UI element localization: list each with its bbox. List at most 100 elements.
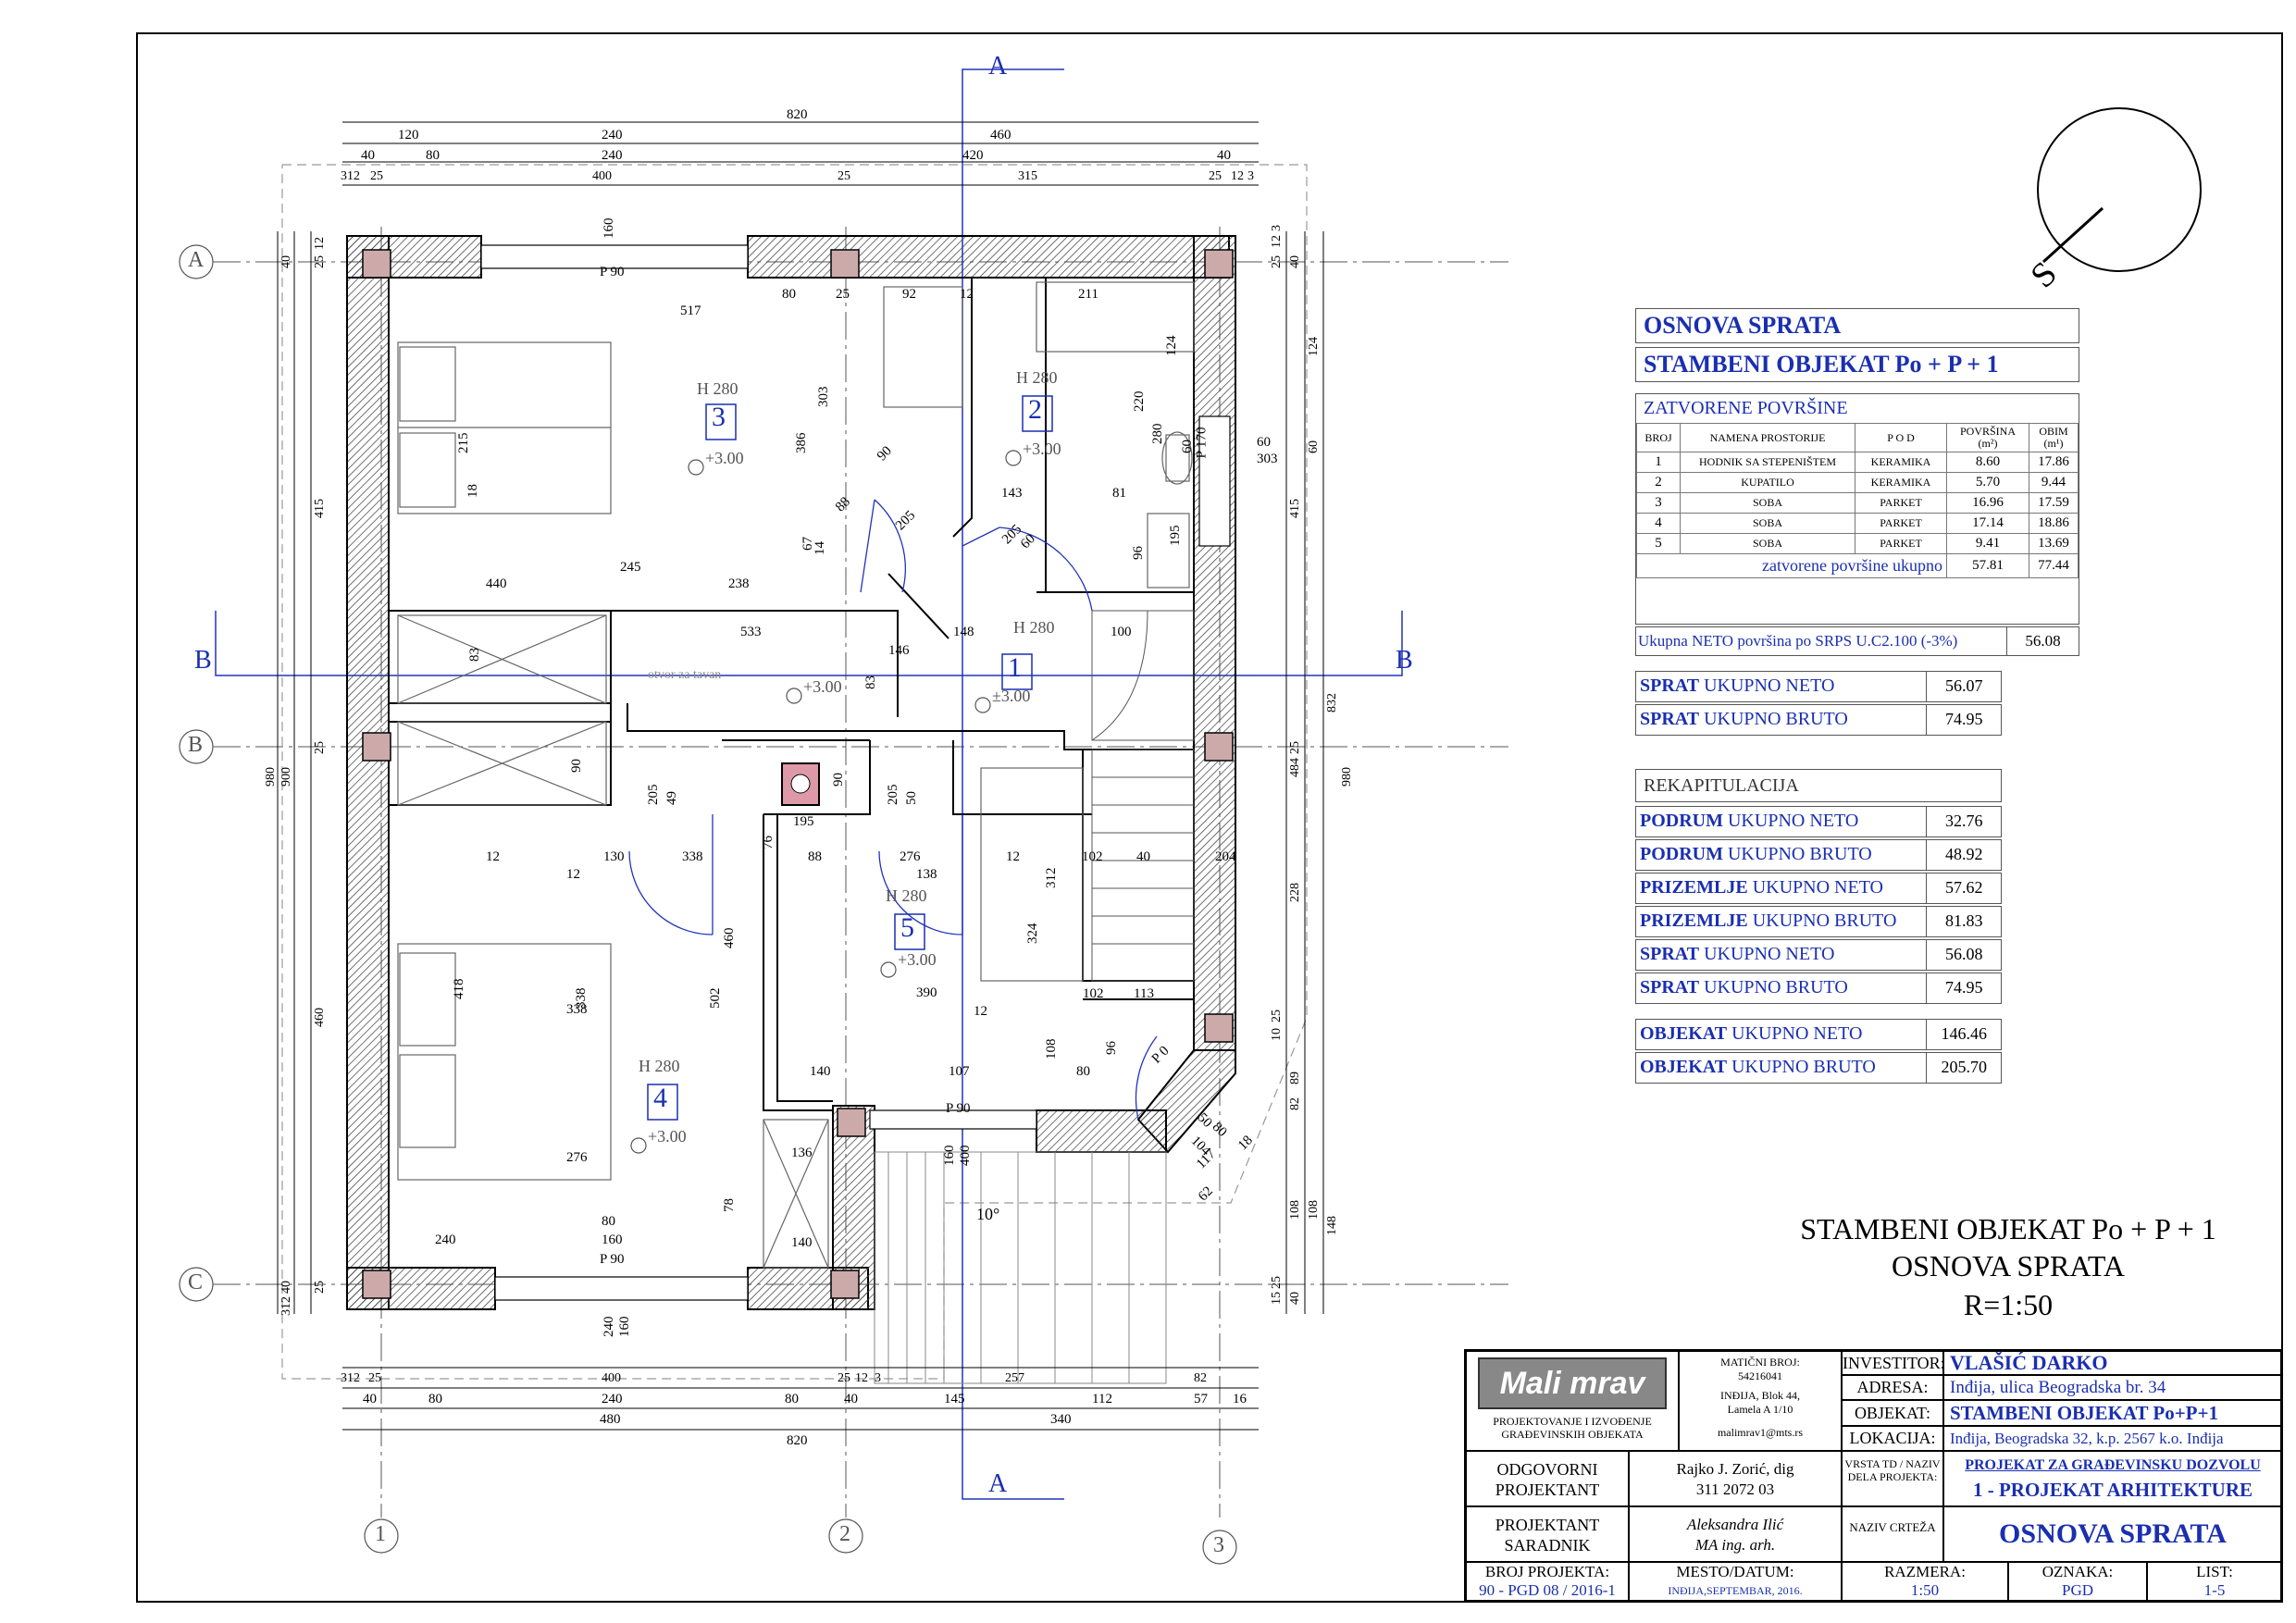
dimension-text: 25	[313, 255, 327, 268]
dimension-text: 18	[465, 484, 480, 498]
rekap-label: SPRAT UKUPNO BRUTO	[1636, 973, 1928, 1003]
room-cell: 5.70	[1946, 472, 2029, 493]
dimension-text: 820	[787, 1433, 808, 1448]
dimension-text: 140	[791, 1235, 813, 1250]
dimension-text: 12	[1006, 849, 1020, 864]
room-cell: 17.86	[2029, 452, 2079, 473]
dimension-text: 15	[1270, 1292, 1284, 1305]
razmera-cell: RAZMERA: 1:50	[1842, 1562, 2008, 1602]
dimension-text: 338	[566, 1002, 588, 1017]
grid-label-b: B	[188, 733, 204, 757]
dimension-text: 25	[313, 741, 327, 754]
dimension-text: 25	[838, 169, 850, 183]
room-cell: 2	[1636, 472, 1681, 493]
terrace-slope: 10°	[976, 1205, 1000, 1223]
chimney	[781, 762, 820, 806]
room-4-number: 4	[653, 1083, 667, 1113]
rekap-label-text: UKUPNO BRUTO	[1747, 911, 1897, 931]
section-lines	[215, 68, 1403, 1500]
dimension-text: 315	[1018, 169, 1037, 183]
dimension-text: 312	[341, 1371, 360, 1385]
dimension-text: 312	[1044, 867, 1059, 889]
dimension-text: 25	[1270, 1276, 1284, 1289]
grid-label-2: 2	[839, 1522, 850, 1546]
window-label-2: P 90	[600, 1252, 625, 1267]
dimension-text: 240	[602, 128, 623, 142]
dimension-text: 160	[602, 1233, 623, 1247]
rekap-label-text: UKUPNO NETO	[1747, 877, 1883, 898]
dimension-text: 100	[1111, 625, 1132, 639]
dimension-text: 81	[1112, 486, 1126, 501]
objekat-label-bold: OBJEKAT	[1640, 1023, 1728, 1044]
dimension-text: 312	[341, 169, 360, 183]
dimension-text: 280	[1150, 423, 1165, 445]
dimension-text: 89	[1288, 1072, 1302, 1084]
dimension-text: 460	[313, 1008, 327, 1027]
dimension-text: 102	[1082, 849, 1103, 864]
objekat-label-text: UKUPNO BRUTO	[1727, 1057, 1876, 1077]
firm-logo-cell: Mali mrav PROJEKTOVANJE I IZVOĐENJE GRAĐ…	[1466, 1351, 1679, 1451]
room-3-number: 3	[712, 402, 726, 432]
room-cell: 1	[1636, 452, 1681, 473]
dimension-text: 83	[467, 648, 482, 662]
dimension-text: 400	[602, 1371, 621, 1385]
dimension-text: 12	[1231, 169, 1244, 183]
room-cell: KERAMIKA	[1855, 472, 1947, 493]
dimension-text: 228	[1288, 883, 1302, 902]
neto-value: 56.08	[2025, 632, 2061, 650]
dimension-text: 211	[1078, 287, 1098, 302]
dimension-text: 205	[886, 784, 900, 806]
dimension-text: 415	[1288, 499, 1302, 518]
grid-label-c: C	[188, 1270, 204, 1295]
dimension-text: 136	[791, 1146, 813, 1160]
room-5-level: +3.00	[898, 950, 937, 969]
dimension-text: 324	[1025, 923, 1040, 945]
dimension-text: 820	[787, 107, 808, 122]
rekap-label: PODRUM UKUPNO NETO	[1636, 807, 1928, 836]
rekap-label-bold: PODRUM	[1640, 844, 1723, 864]
dimension-text: 40	[1217, 148, 1231, 163]
dimension-text: 240	[435, 1233, 456, 1247]
dimension-text: 130	[603, 849, 625, 864]
dimension-text: 25	[313, 1281, 327, 1294]
sprat-label-bold: SPRAT	[1640, 675, 1700, 696]
dimension-text: 415	[313, 499, 327, 518]
dimension-text: 12	[855, 1371, 868, 1385]
dimension-text: 82	[1194, 1371, 1207, 1385]
rekap-value: 56.08	[1944, 945, 1983, 963]
mb-label: MATIČNI BROJ:	[1720, 1356, 1800, 1369]
title-block: Mali mrav PROJEKTOVANJE I IZVOĐENJE GRAĐ…	[1464, 1349, 2282, 1602]
investitor-label: INVESTITOR:	[1842, 1351, 1945, 1375]
section-mark-b-right: B	[1396, 646, 1413, 675]
sprat-label: SPRAT UKUPNO BRUTO	[1636, 705, 1928, 735]
room-cell: 9.41	[1946, 533, 2029, 554]
room-2-height: H 280	[1016, 368, 1058, 387]
dimension-text: 80	[428, 1392, 442, 1406]
dimension-text: 148	[953, 625, 974, 639]
dimension-text: 113	[1134, 986, 1154, 1001]
roof-outline	[281, 164, 1308, 1380]
dimension-text: 3	[875, 1371, 881, 1385]
sheet-border	[136, 32, 2283, 1603]
rekap-value: 57.62	[1944, 878, 1983, 897]
window-label-5: P 170	[1194, 427, 1210, 459]
closed-areas-box: ZATVORENE POVRŠINE BROJ NAMENA PROSTORIJ…	[1635, 393, 2079, 625]
firm-logo: Mali mrav	[1478, 1357, 1667, 1409]
room-cell: PARKET	[1855, 533, 1947, 554]
objekat-value: 205.70	[1941, 1058, 1987, 1076]
room-cell: HODNIK SA STEPENIŠTEM	[1680, 452, 1855, 473]
dimension-text: 96	[1104, 1041, 1119, 1055]
rekap-label-bold: SPRAT	[1640, 977, 1700, 997]
rekap-label-bold: SPRAT	[1640, 944, 1700, 964]
col-obim: OBIM (m¹)	[2029, 423, 2079, 452]
list-label: LIST:	[2196, 1563, 2233, 1580]
room-cell: KERAMIKA	[1855, 452, 1947, 473]
saradnik-name: Aleksandra Ilić	[1686, 1516, 1784, 1533]
odgovorni-license: 311 2072 03	[1695, 1481, 1775, 1498]
dimension-text: 980	[1340, 767, 1354, 787]
room-cell: 5	[1636, 533, 1681, 554]
